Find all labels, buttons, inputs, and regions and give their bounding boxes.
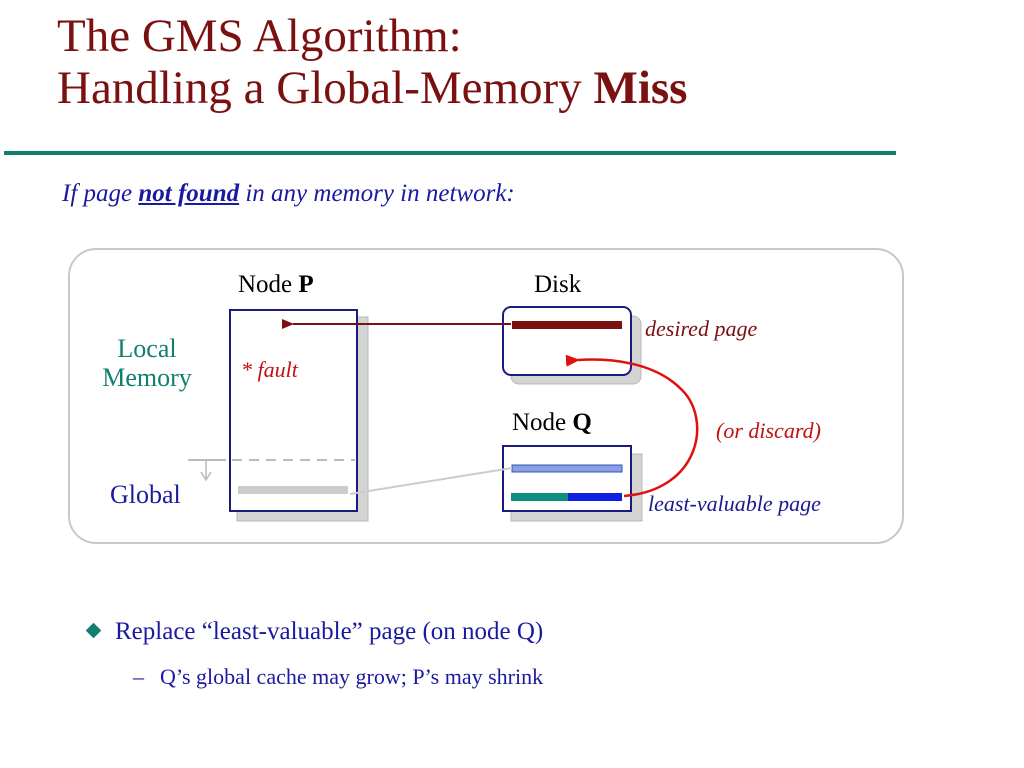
- discard-arrow: [565, 354, 699, 498]
- title-divider: [4, 151, 896, 155]
- dash-bullet-icon: –: [133, 664, 144, 689]
- node-p-label-bold: P: [298, 271, 314, 298]
- local-memory-line-2: Memory: [102, 363, 192, 392]
- bullet-text: Replace “least-valuable” page (on node Q…: [115, 618, 544, 645]
- subtitle-prefix: If page: [62, 180, 139, 207]
- desired-page-label: desired page: [645, 316, 758, 341]
- global-page-transfer-line: [349, 467, 513, 495]
- disk-desired-page: [512, 321, 622, 329]
- disk-label: Disk: [534, 271, 582, 298]
- slide-title: The GMS Algorithm: Handling a Global-Mem…: [57, 10, 687, 114]
- local-memory-line-1: Local: [117, 334, 177, 363]
- node-q-label-bold: Q: [572, 409, 592, 436]
- global-boundary-tick: [188, 459, 226, 482]
- bullet-item: Replace “least-valuable” page (on node Q…: [85, 618, 544, 646]
- title-line-2-prefix: Handling a Global-Memory: [57, 62, 594, 114]
- diagram-panel: [68, 248, 904, 544]
- node-q-box: [502, 445, 643, 522]
- sub-bullet-text: Q’s global cache may grow; P’s may shrin…: [160, 664, 544, 689]
- least-valuable-page-label: least-valuable page: [648, 491, 821, 516]
- global-label: Global: [110, 480, 181, 509]
- node-p-label: Node P: [238, 271, 314, 299]
- or-discard-label: (or discard): [716, 418, 821, 443]
- node-q-label: Node Q: [512, 409, 592, 437]
- subtitle-emphasis: not found: [138, 180, 240, 207]
- diamond-bullet-icon: [85, 622, 102, 639]
- disk-box: [502, 306, 642, 385]
- subtitle-suffix: in any memory in network:: [239, 180, 515, 207]
- local-memory-label: Local Memory: [88, 334, 206, 392]
- title-line-2-bold: Miss: [593, 62, 688, 114]
- node-q-label-prefix: Node: [512, 409, 573, 436]
- node-p-global-page: [238, 486, 348, 494]
- fault-label: * fault: [241, 357, 298, 382]
- subtitle: If page not found in any memory in netwo…: [62, 180, 515, 208]
- title-line-1: The GMS Algorithm:: [57, 10, 462, 62]
- node-q-teal-page: [511, 493, 568, 501]
- node-p-label-prefix: Node: [238, 271, 299, 298]
- node-q-hatched-page: [511, 464, 623, 473]
- sub-bullet-item: –Q’s global cache may grow; P’s may shri…: [133, 664, 543, 690]
- node-q-least-valuable-page: [568, 493, 622, 501]
